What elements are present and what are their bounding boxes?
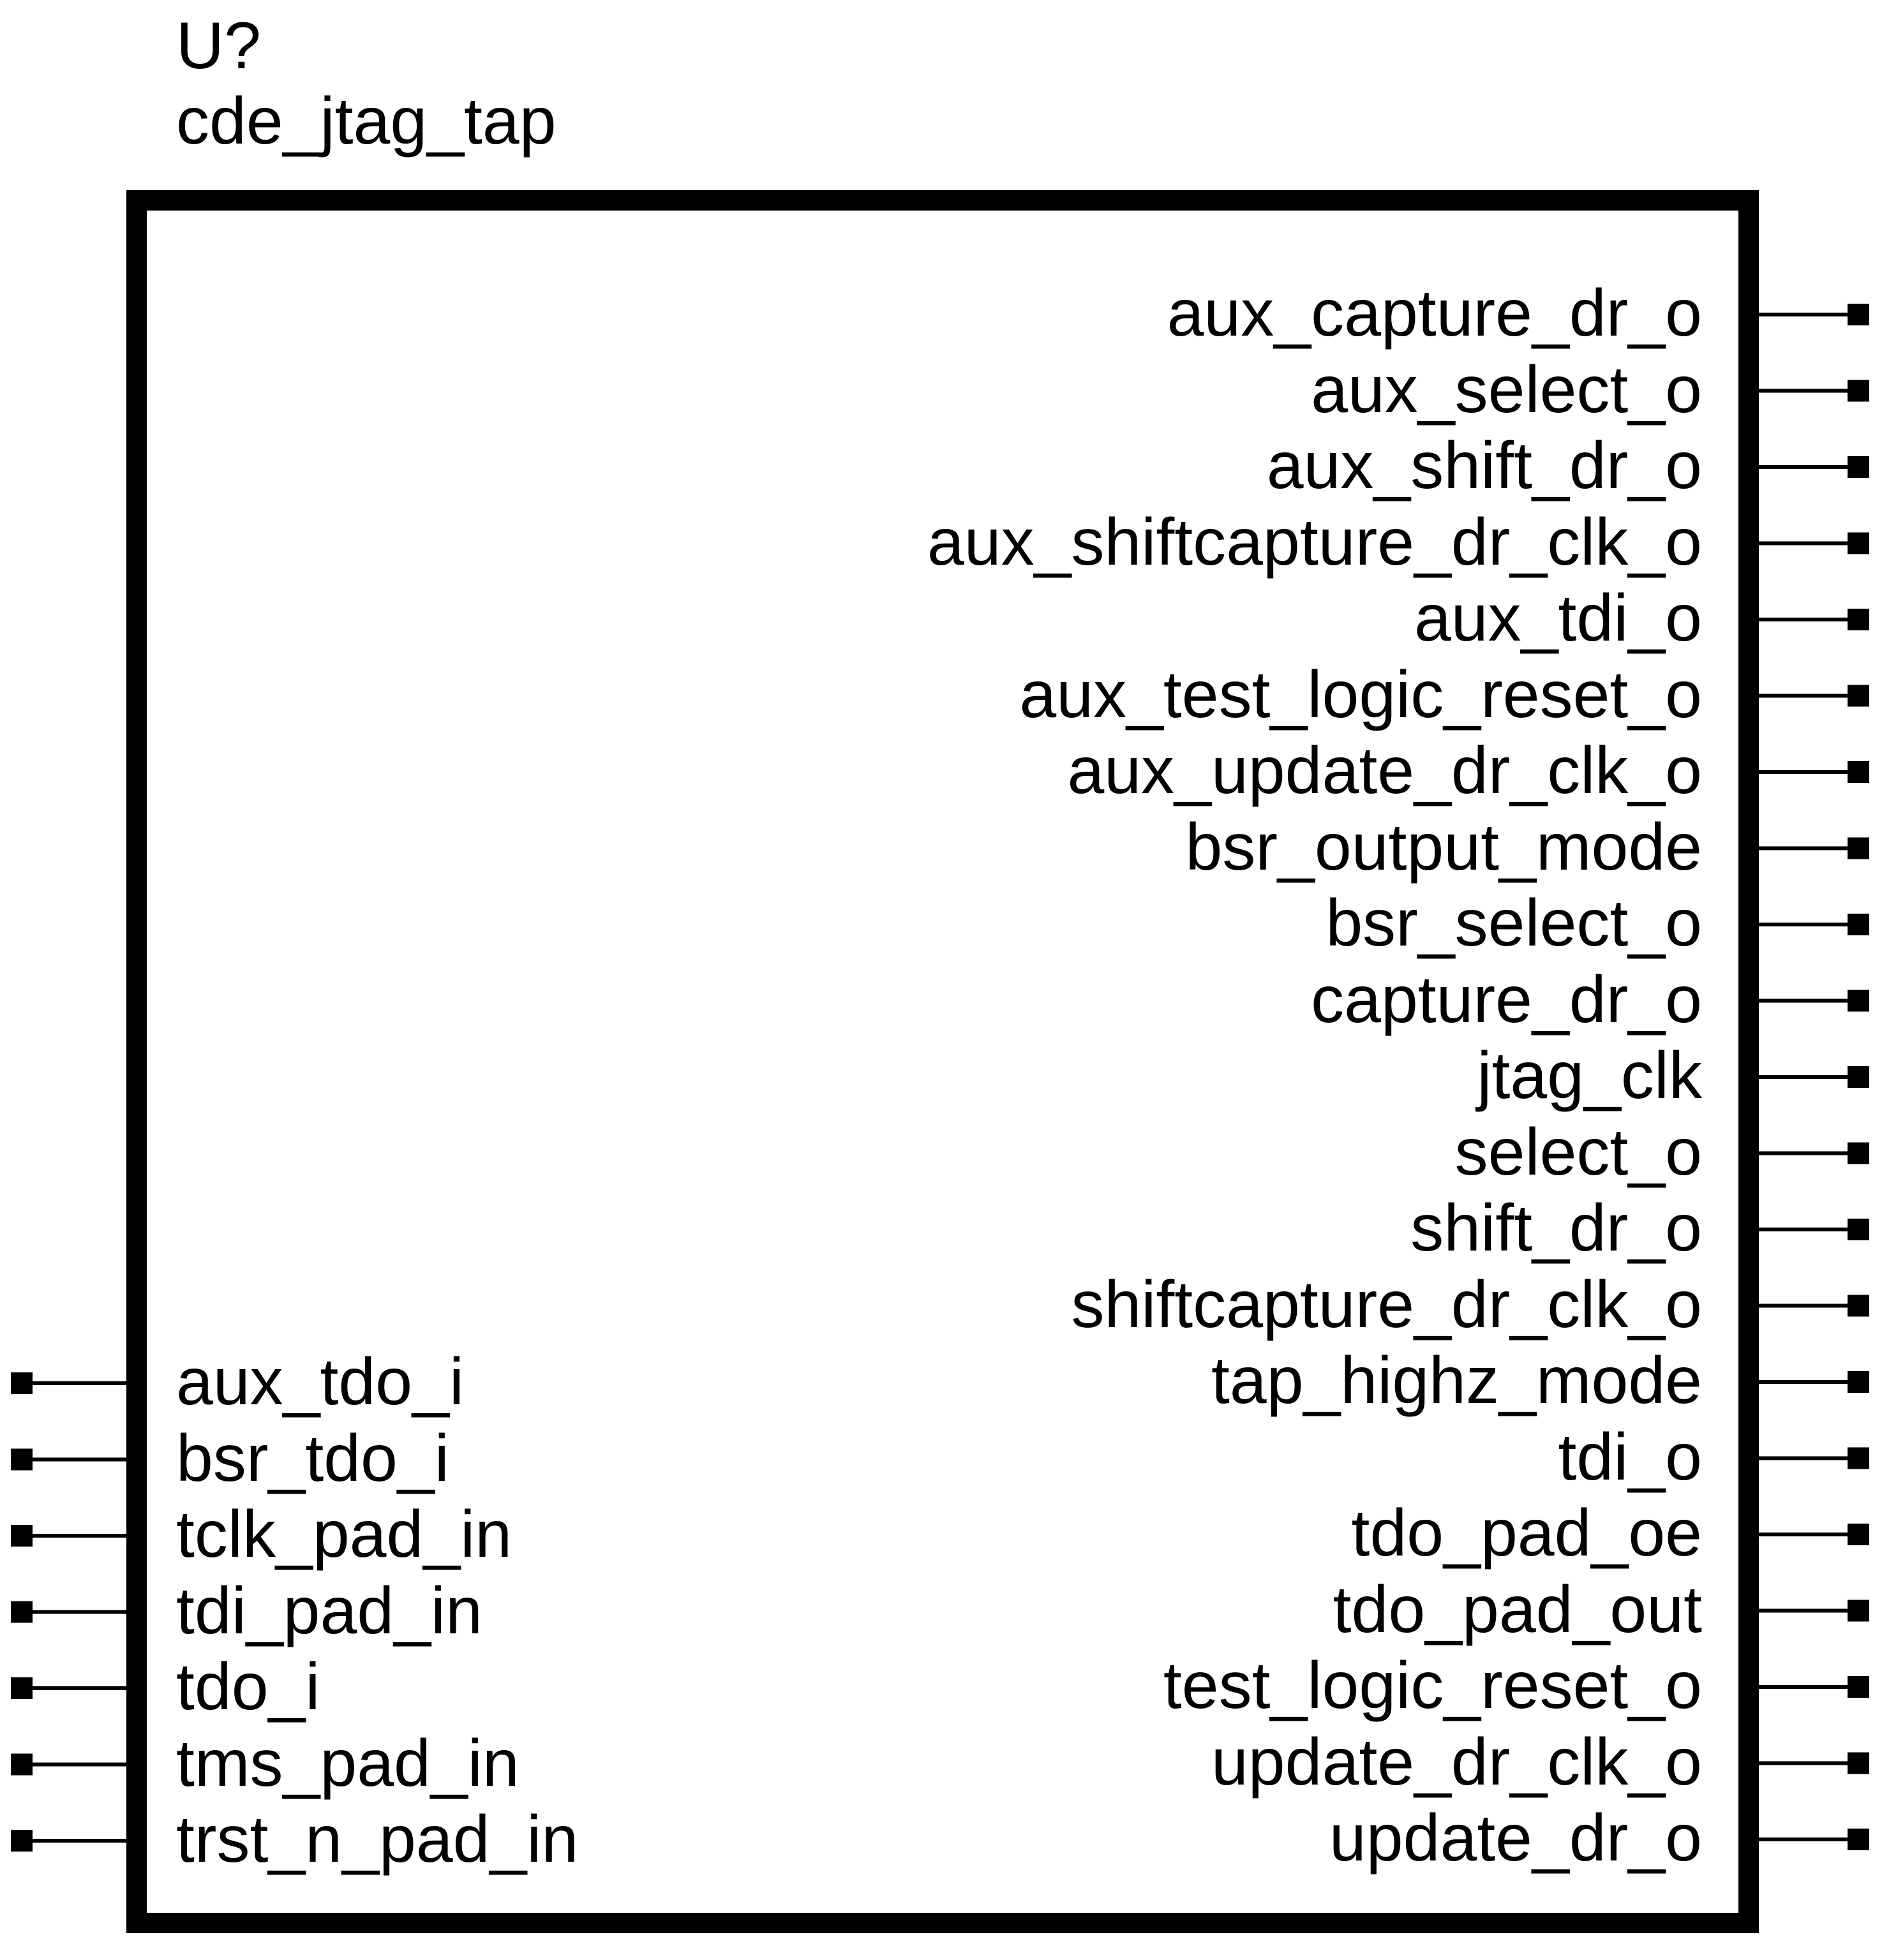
output-pin-label: tdi_o xyxy=(1558,1420,1702,1494)
input-pin-label: tms_pad_in xyxy=(176,1726,519,1800)
output-pin-label: capture_dr_o xyxy=(1311,962,1702,1037)
input-pin-label: bsr_tdo_i xyxy=(176,1421,449,1496)
input-pin-label: tclk_pad_in xyxy=(176,1497,512,1571)
output-pin-terminal[interactable] xyxy=(1848,532,1869,554)
output-pin-label: bsr_output_mode xyxy=(1185,810,1702,884)
input-pin-terminal[interactable] xyxy=(11,1525,33,1547)
output-pin-label: aux_shift_dr_o xyxy=(1266,429,1702,503)
output-pin-terminal[interactable] xyxy=(1848,1524,1869,1545)
part-name: cde_jtag_tap xyxy=(176,84,556,158)
output-pin-label: aux_capture_dr_o xyxy=(1167,276,1702,350)
output-pin-terminal[interactable] xyxy=(1848,380,1869,402)
output-pin-label: shiftcapture_dr_clk_o xyxy=(1071,1267,1702,1342)
output-pin-terminal[interactable] xyxy=(1848,1447,1869,1469)
output-pin-label: select_o xyxy=(1454,1115,1702,1189)
output-pin-terminal[interactable] xyxy=(1848,1066,1869,1088)
input-pin-terminal[interactable] xyxy=(11,1601,33,1623)
output-pin-label: tdo_pad_out xyxy=(1333,1572,1702,1647)
output-pin-terminal[interactable] xyxy=(1848,990,1869,1012)
pin-lines xyxy=(11,304,1869,1852)
output-pin-label: test_logic_reset_o xyxy=(1163,1649,1702,1723)
output-pin-terminal[interactable] xyxy=(1848,1752,1869,1774)
output-pin-terminal[interactable] xyxy=(1848,1371,1869,1393)
output-pin-terminal[interactable] xyxy=(1848,1142,1869,1164)
output-pin-terminal[interactable] xyxy=(1848,1600,1869,1622)
output-pin-label: aux_test_logic_reset_o xyxy=(1019,657,1702,732)
input-pin-label: tdi_pad_in xyxy=(176,1573,482,1648)
output-pin-label: tap_highz_mode xyxy=(1211,1344,1702,1418)
input-pin-terminal[interactable] xyxy=(11,1677,33,1699)
output-pin-terminal[interactable] xyxy=(1848,837,1869,859)
output-pin-label: shift_dr_o xyxy=(1410,1191,1702,1265)
output-pin-label: tdo_pad_oe xyxy=(1351,1496,1702,1570)
output-pin-label: aux_shiftcapture_dr_clk_o xyxy=(927,505,1702,579)
output-pin-label: update_dr_o xyxy=(1329,1801,1702,1875)
output-pin-terminal[interactable] xyxy=(1848,685,1869,707)
reference-designator: U? xyxy=(176,9,261,83)
output-pin-terminal[interactable] xyxy=(1848,1829,1869,1850)
output-pin-terminal[interactable] xyxy=(1848,1676,1869,1698)
output-pin-terminal[interactable] xyxy=(1848,914,1869,935)
output-pin-label: update_dr_clk_o xyxy=(1211,1725,1702,1799)
input-pin-terminal[interactable] xyxy=(11,1830,33,1852)
output-pin-terminal[interactable] xyxy=(1848,761,1869,783)
output-pin-terminal[interactable] xyxy=(1848,1219,1869,1240)
output-pin-label: bsr_select_o xyxy=(1326,886,1702,960)
output-pin-terminal[interactable] xyxy=(1848,304,1869,325)
input-pin-label: trst_n_pad_in xyxy=(176,1802,579,1876)
input-pin-label: aux_tdo_i xyxy=(176,1345,465,1419)
output-pin-terminal[interactable] xyxy=(1848,609,1869,630)
output-pin-label: aux_update_dr_clk_o xyxy=(1067,734,1702,808)
output-pin-terminal[interactable] xyxy=(1848,1295,1869,1317)
input-pin-terminal[interactable] xyxy=(11,1753,33,1776)
input-pin-terminal[interactable] xyxy=(11,1372,33,1394)
output-pin-label: aux_select_o xyxy=(1311,352,1702,427)
output-pin-label: jtag_clk xyxy=(1477,1039,1702,1113)
input-pin-terminal[interactable] xyxy=(11,1448,33,1471)
input-pin-label: tdo_i xyxy=(176,1650,320,1724)
output-pin-label: aux_tdi_o xyxy=(1414,581,1702,655)
output-pin-terminal[interactable] xyxy=(1848,456,1869,478)
component-body xyxy=(126,190,1759,1933)
